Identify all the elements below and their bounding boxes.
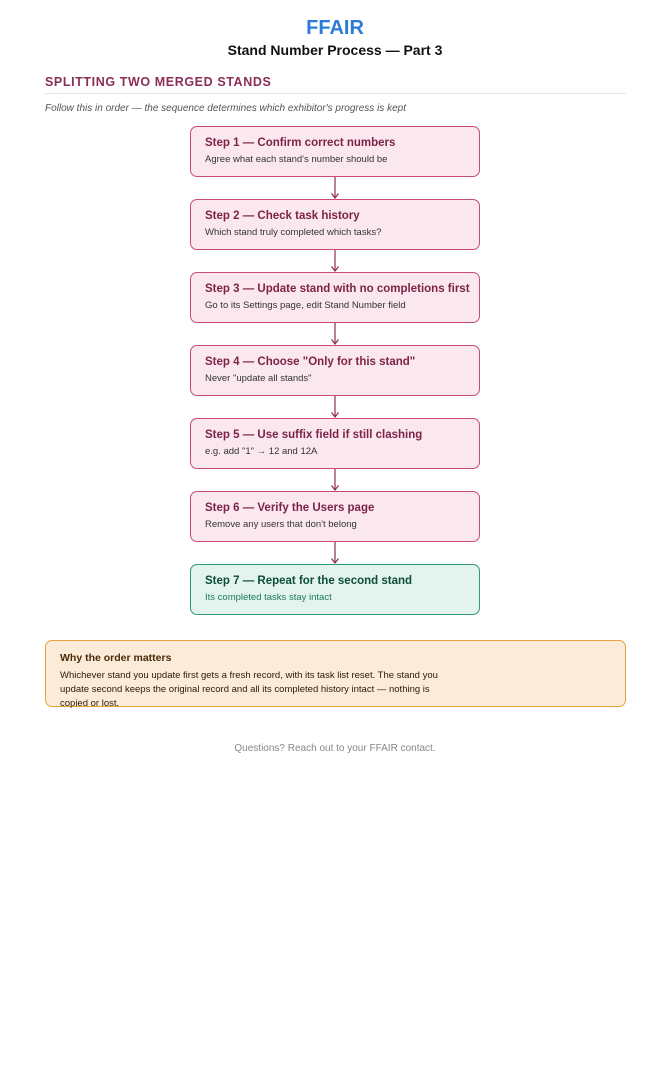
- step-title: Step 7 — Repeat for the second stand: [205, 575, 413, 587]
- step-title: Step 2 — Check task history: [205, 210, 360, 222]
- brand-title: FFAIR: [306, 17, 364, 39]
- step-box-7: Step 7 — Repeat for the second stand Its…: [190, 564, 480, 615]
- step-title: Step 4 — Choose "Only for this stand": [205, 356, 416, 368]
- flow-arrow-icon: [331, 250, 339, 272]
- step-description: Agree what each stand's number should be: [205, 154, 388, 165]
- step-description: Its completed tasks stay intact: [205, 592, 332, 603]
- step-description: Which stand truly completed which tasks?: [205, 227, 382, 238]
- step-description: Go to its Settings page, edit Stand Numb…: [205, 300, 406, 311]
- section-heading: SPLITTING TWO MERGED STANDS: [45, 74, 626, 94]
- step-title: Step 5 — Use suffix field if still clash…: [205, 429, 423, 441]
- flow-arrow-icon: [331, 396, 339, 418]
- step-box-5: Step 5 — Use suffix field if still clash…: [190, 418, 480, 469]
- step-description: Never "update all stands": [205, 373, 312, 384]
- step-box-3: Step 3 — Update stand with no completion…: [190, 272, 480, 323]
- step-description: Remove any users that don't belong: [205, 519, 357, 530]
- step-title: Step 1 — Confirm correct numbers: [205, 137, 396, 149]
- callout-title: Why the order matters: [60, 652, 172, 664]
- step-box-2: Step 2 — Check task history Which stand …: [190, 199, 480, 250]
- flow-arrow-icon: [331, 177, 339, 199]
- flow-arrow-icon: [331, 542, 339, 564]
- step-box-4: Step 4 — Choose "Only for this stand" Ne…: [190, 345, 480, 396]
- step-title: Step 3 — Update stand with no completion…: [205, 283, 470, 295]
- step-box-6: Step 6 — Verify the Users page Remove an…: [190, 491, 480, 542]
- footer-contact-note: Questions? Reach out to your FFAIR conta…: [234, 743, 436, 754]
- step-description: e.g. add "1" → 12 and 12A: [205, 446, 318, 457]
- callout-text: Whichever stand you update first gets a …: [60, 670, 438, 709]
- why-order-matters-callout: Why the order matters Whichever stand yo…: [45, 640, 626, 709]
- section-intro: Follow this in order — the sequence dete…: [45, 103, 406, 114]
- flow-arrow-icon: [331, 323, 339, 345]
- step-title: Step 6 — Verify the Users page: [205, 502, 375, 514]
- page-subtitle: Stand Number Process — Part 3: [227, 42, 443, 58]
- flow-arrow-icon: [331, 469, 339, 491]
- step-box-1: Step 1 — Confirm correct numbers Agree w…: [190, 126, 480, 177]
